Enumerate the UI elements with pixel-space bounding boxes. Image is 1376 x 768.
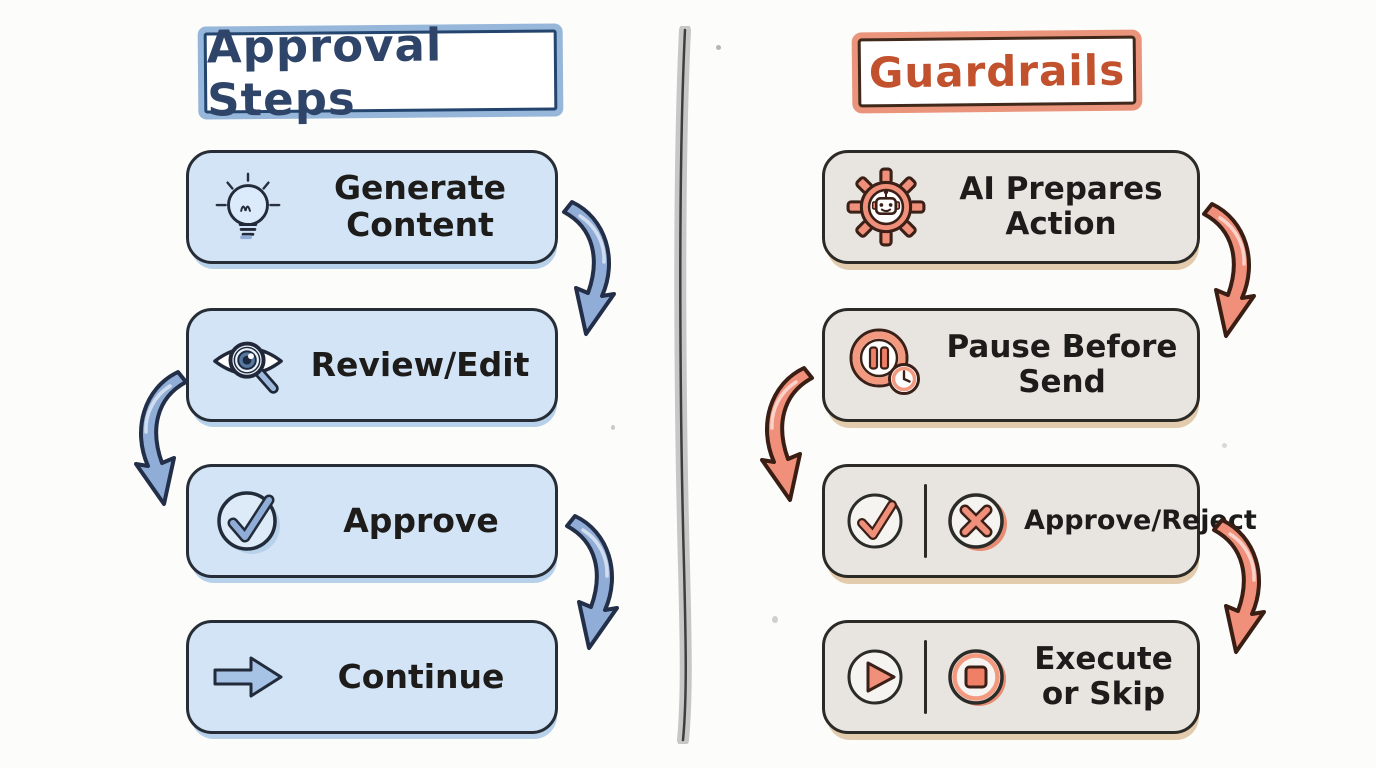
icon-divider-line (924, 640, 927, 714)
step-label: Generate Content (333, 168, 507, 244)
icon-divider-line (924, 484, 927, 558)
step-label: Pause Before Send (946, 329, 1178, 400)
column-divider (674, 26, 692, 744)
ink-speck (772, 616, 778, 623)
check-circle-icon (845, 480, 907, 562)
step-pause-before-send: Pause Before Send (822, 308, 1200, 422)
step-approve: Approve (186, 464, 558, 578)
lightbulb-icon (209, 167, 287, 247)
step-label: Execute or Skip (1034, 641, 1173, 712)
step-generate-content: Generate Content (186, 150, 558, 264)
step-review-edit: Review/Edit (186, 308, 558, 422)
step-label: AI Prepares Action (959, 171, 1163, 242)
eye-magnifier-icon (209, 326, 287, 404)
left-title-text: Approval Steps (206, 17, 443, 127)
flow-arrow-approve-reject-to-execute (1212, 518, 1266, 654)
flow-arrow-prepare-to-pause (1202, 202, 1256, 338)
flow-arrow-approve-to-continue (565, 514, 619, 650)
step-continue: Continue (186, 620, 558, 734)
stop-icon (944, 636, 1012, 718)
arrow-right-icon (209, 645, 289, 709)
ink-speck (1222, 443, 1227, 448)
play-icon (845, 636, 907, 718)
flow-arrow-pause-to-approve-reject (760, 366, 814, 502)
ink-speck (716, 45, 721, 50)
right-column-title: Guardrails (857, 35, 1137, 108)
pause-clock-icon (845, 324, 929, 406)
right-title-text: Guardrails (868, 45, 1126, 98)
check-circle-icon (209, 480, 289, 562)
left-column-title: Approval Steps (203, 18, 558, 126)
gear-robot-icon (845, 166, 927, 248)
step-label: Review/Edit (310, 344, 530, 384)
step-execute-or-skip: Execute or Skip (822, 620, 1200, 734)
step-ai-prepares-action: AI Prepares Action (822, 150, 1200, 264)
step-approve-reject: Approve/Reject (822, 464, 1257, 578)
flow-arrow-generate-to-review (562, 200, 616, 336)
x-circle-icon (944, 480, 1012, 562)
ink-speck (611, 425, 615, 430)
step-label: Approve (343, 500, 499, 540)
flow-arrow-review-to-approve (134, 370, 188, 506)
step-label: Continue (337, 656, 505, 696)
